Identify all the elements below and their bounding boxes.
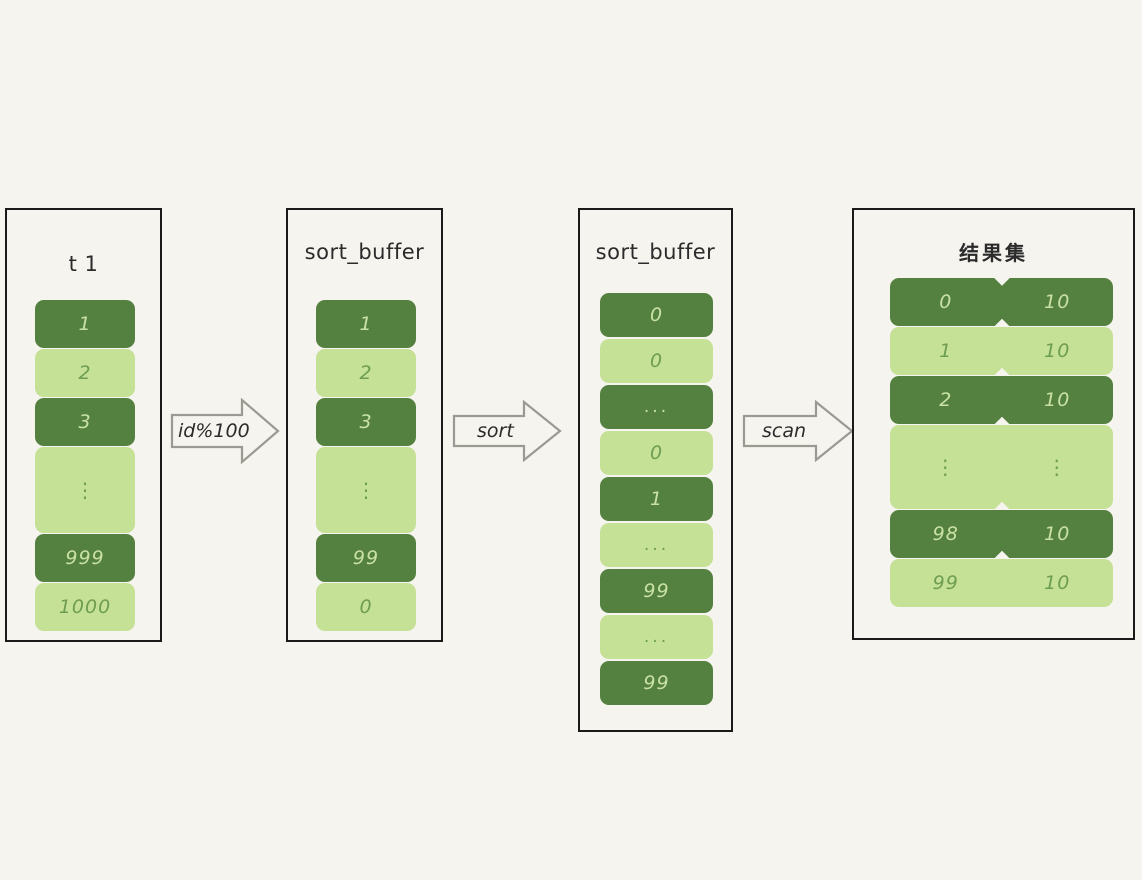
cell-sbs-1: 0	[600, 339, 713, 383]
cell-value: 1	[939, 340, 953, 362]
cell-value: 10	[1044, 340, 1071, 362]
cell-sbs-7: ...	[600, 615, 713, 659]
cell-value: 10	[1044, 523, 1071, 545]
cell-t1-0: 1	[35, 300, 135, 348]
result-cell-id: 0	[890, 278, 1002, 326]
cell-sbu-4: 99	[316, 534, 416, 582]
result-cell-count: 10	[1001, 510, 1113, 558]
cell-value: 0	[649, 442, 664, 464]
cell-value: 98	[932, 523, 959, 545]
vertical-ellipsis-icon: ⋮	[356, 477, 376, 502]
cell-value: 10	[1044, 572, 1071, 594]
cell-value: 99	[932, 572, 959, 594]
panel-result-set: 结果集 0 10 1 10	[852, 208, 1135, 640]
cell-value: 99	[352, 547, 380, 569]
cell-t1-4: 999	[35, 534, 135, 582]
panel-sort-buffer-sorted: sort_buffer 0 0 ... 0 1 ... 99	[578, 208, 733, 732]
cell-sbs-8: 99	[600, 661, 713, 705]
cell-sbu-1: 2	[316, 349, 416, 397]
vertical-ellipsis-icon: ⋮	[935, 454, 957, 479]
cell-sbu-ellipsis: ⋮	[316, 447, 416, 533]
cell-value: 0	[939, 291, 953, 313]
result-cell-id: ⋮	[890, 425, 1002, 509]
panel-title-result-set: 结果集	[959, 241, 1028, 265]
cell-sbs-6: 99	[600, 569, 713, 613]
cell-value: 10	[1044, 291, 1071, 313]
cell-sbs-0: 0	[600, 293, 713, 337]
cell-value: 2	[359, 362, 373, 384]
arrow-idmod: id%100	[170, 397, 280, 465]
cell-value: 2	[78, 362, 92, 384]
vertical-ellipsis-icon: ⋮	[1046, 454, 1068, 479]
cell-value: 1000	[58, 596, 112, 618]
result-cell-id: 2	[890, 376, 1002, 424]
arrow-scan: scan	[742, 400, 854, 462]
table-row: 98 10	[890, 510, 1113, 566]
cell-value: 0	[649, 304, 664, 326]
cell-value: 99	[643, 580, 670, 602]
result-row-stack: 0 10 1 10 2	[890, 270, 1113, 607]
arrow-sort-label: sort	[477, 420, 514, 442]
cell-value: 1	[78, 313, 92, 335]
cell-value: ...	[643, 397, 670, 417]
panel-title-sort-buffer-sorted: sort_buffer	[595, 240, 716, 264]
cell-sbs-3: 0	[600, 431, 713, 475]
panel-sort-buffer-unsorted: sort_buffer 1 2 3 ⋮ 99 0	[286, 208, 443, 642]
cell-value: ...	[643, 627, 670, 647]
cell-value: 999	[65, 547, 105, 569]
cell-value: 0	[359, 596, 373, 618]
arrow-idmod-label: id%100	[178, 420, 250, 442]
cell-stack-t1: 1 2 3 ⋮ 999 1000	[35, 300, 135, 631]
cell-t1-2: 3	[35, 398, 135, 446]
arrow-scan-label: scan	[762, 420, 807, 442]
cell-stack-sort-buffer-sorted: 0 0 ... 0 1 ... 99 ... 9	[600, 293, 713, 705]
result-cell-count: 10	[1001, 278, 1113, 326]
result-cell-count: ⋮	[1001, 425, 1113, 509]
cell-sbu-2: 3	[316, 398, 416, 446]
cell-sbs-5: ...	[600, 523, 713, 567]
cell-value: 0	[649, 350, 664, 372]
table-row: 99 10	[890, 559, 1113, 607]
panel-title-t1: t 1	[68, 252, 99, 276]
result-cell-id: 99	[890, 559, 1002, 607]
cell-value: 2	[939, 389, 953, 411]
cell-sbu-5: 0	[316, 583, 416, 631]
result-cell-id: 1	[890, 327, 1002, 375]
panel-table-t1: t 1 1 2 3 ⋮ 999 1000	[5, 208, 162, 642]
cell-stack-sort-buffer-unsorted: 1 2 3 ⋮ 99 0	[316, 300, 416, 631]
arrow-sort: sort	[452, 400, 562, 462]
cell-value: ...	[643, 535, 670, 555]
result-cell-count: 10	[1001, 376, 1113, 424]
table-row: 0 10	[890, 270, 1113, 334]
cell-value: 99	[643, 672, 670, 694]
cell-sbu-0: 1	[316, 300, 416, 348]
cell-value: 1	[649, 488, 664, 510]
cell-value: 10	[1044, 389, 1071, 411]
cell-t1-5: 1000	[35, 583, 135, 631]
cell-sbs-2: ...	[600, 385, 713, 429]
vertical-ellipsis-icon: ⋮	[75, 477, 95, 502]
panel-title-sort-buffer-unsorted: sort_buffer	[304, 240, 425, 264]
cell-sbs-4: 1	[600, 477, 713, 521]
cell-t1-1: 2	[35, 349, 135, 397]
cell-value: 3	[359, 411, 373, 433]
table-row: 1 10	[890, 327, 1113, 383]
cell-value: 3	[78, 411, 92, 433]
result-cell-count: 10	[1001, 327, 1113, 375]
table-row: ⋮ ⋮	[890, 425, 1113, 517]
result-cell-count: 10	[1001, 559, 1113, 607]
table-row: 2 10	[890, 376, 1113, 432]
cell-t1-ellipsis: ⋮	[35, 447, 135, 533]
result-cell-id: 98	[890, 510, 1002, 558]
cell-value: 1	[359, 313, 373, 335]
